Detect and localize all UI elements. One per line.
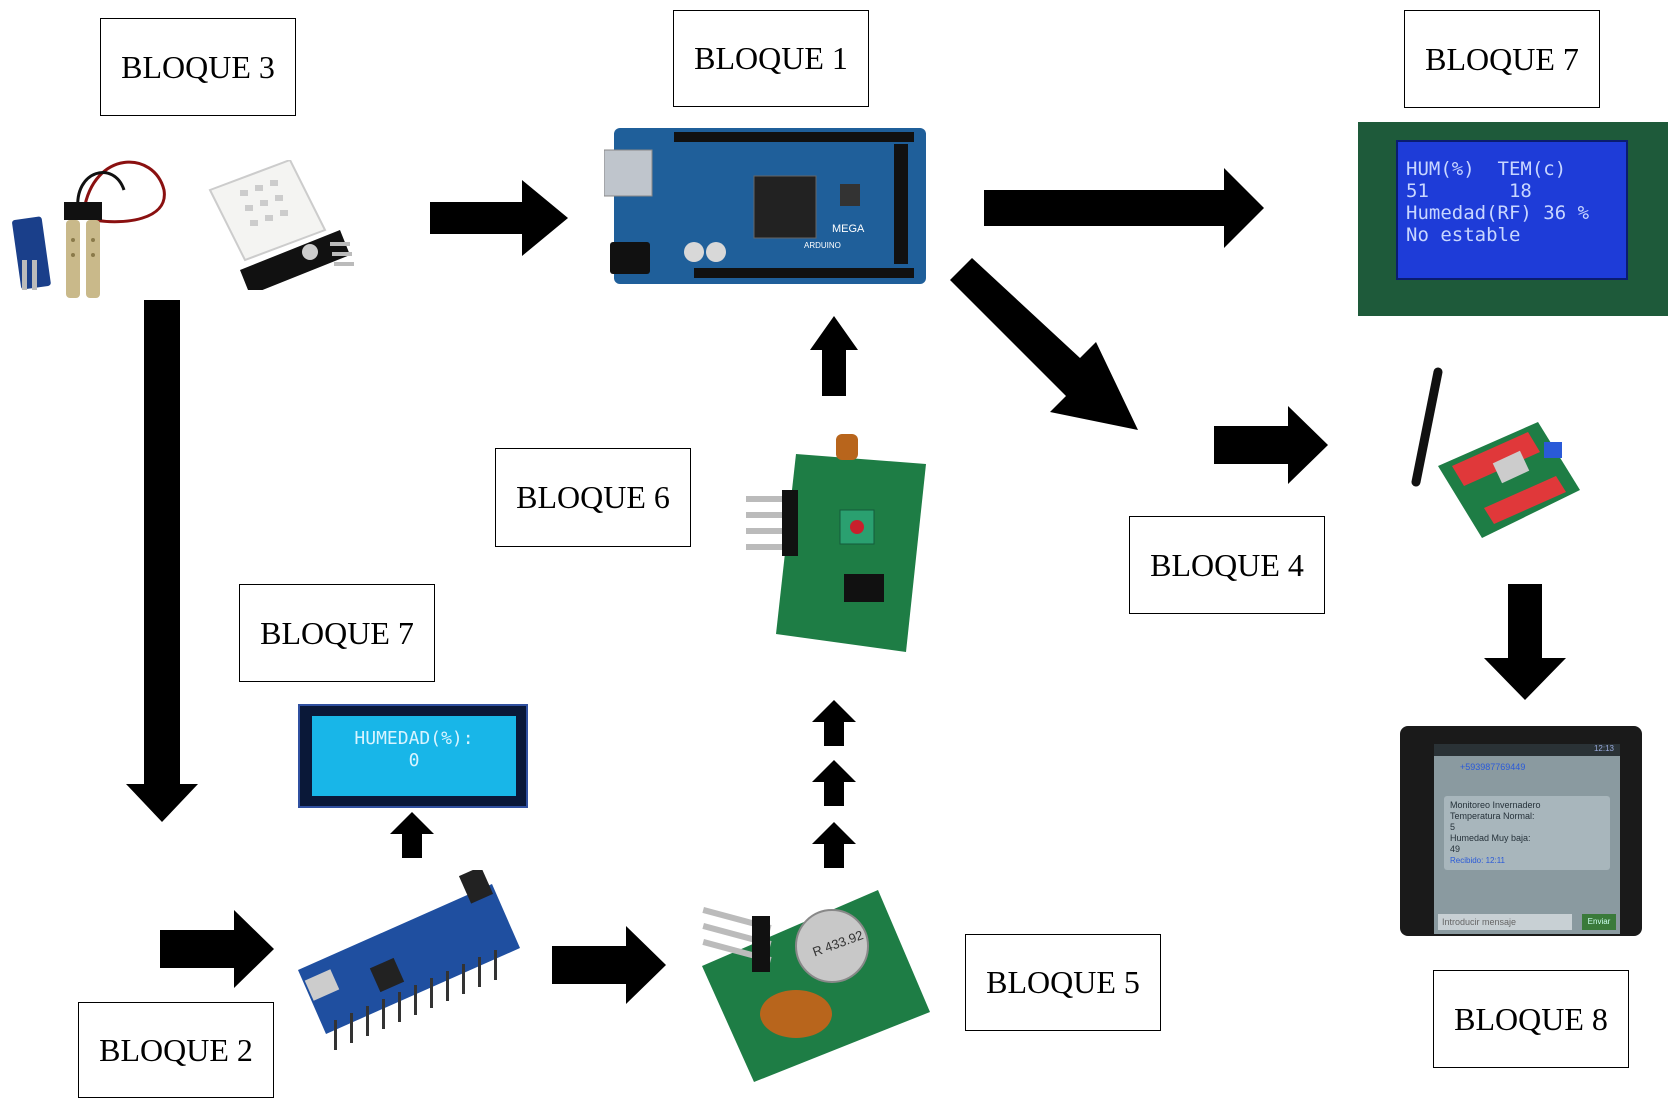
arrow-rf-up-2 [812, 760, 856, 806]
sms-input-field[interactable]: Introducir mensaje [1438, 914, 1572, 930]
label-bloque-4: BLOQUE 4 [1129, 516, 1325, 614]
arrow-rf-up-3 [812, 700, 856, 746]
rf-transmitter-module: R 433.92 FS1000A [702, 890, 930, 1082]
arrow-rf-up-1 [812, 822, 856, 868]
sms-bubble: Monitoreo Invernadero Temperatura Normal… [1444, 796, 1610, 870]
arrow-sensors-to-mega [430, 180, 568, 256]
transmitter-model-text: FS1000A [875, 1039, 904, 1082]
label-bloque-5: BLOQUE 5 [965, 934, 1161, 1031]
small-lcd-line-1: HUMEDAD(%): [354, 728, 474, 749]
arrow-nano-to-transmitter [552, 926, 666, 1004]
sms-sender: +593987769449 [1460, 762, 1526, 772]
small-lcd-line-2: 0 [408, 750, 420, 771]
label-bloque-7-top: BLOQUE 7 [1404, 10, 1600, 108]
sms-line-5: 49 [1450, 844, 1461, 854]
arrow-gsm-to-phone [1484, 584, 1566, 700]
sms-line-1: Monitoreo Invernadero [1450, 800, 1541, 810]
soil-moisture-sensor-image [12, 160, 166, 298]
label-bloque-2: BLOQUE 2 [78, 1002, 274, 1098]
sms-line-2: Temperatura Normal: [1450, 811, 1535, 821]
lcd-line-2: 51 18 [1406, 180, 1532, 202]
mega-name-text: ARDUINO [804, 241, 841, 250]
label-bloque-6: BLOQUE 6 [495, 448, 691, 547]
arduino-nano-board [298, 870, 520, 1050]
label-bloque-7-left: BLOQUE 7 [239, 584, 435, 682]
dht22-sensor-image [208, 160, 354, 290]
lcd-line-4: No estable [1406, 224, 1521, 246]
phone-sms-screenshot: 12:13 +593987769449 Monitoreo Invernader… [1400, 726, 1642, 936]
arrow-sensors-to-nano [126, 300, 198, 822]
arrow-mega-to-lcd [984, 168, 1264, 248]
lcd-line-1: HUM(%) TEM(c) [1406, 158, 1567, 180]
label-bloque-8: BLOQUE 8 [1433, 970, 1629, 1068]
lcd-16x2-display: HUMEDAD(%): 0 [298, 704, 528, 808]
sms-line-3: 5 [1450, 822, 1456, 832]
label-bloque-1: BLOQUE 1 [673, 10, 869, 107]
lcd-20x4-display: HUM(%) TEM(c) 51 18 Humedad(RF) 36 % No … [1358, 122, 1668, 316]
arrow-receiver-to-mega [810, 316, 858, 396]
sms-received: Recibido: 12:11 [1450, 856, 1505, 865]
arrow-nano-to-lcd [390, 812, 434, 858]
arduino-mega-board: MEGA ARDUINO [604, 128, 926, 284]
gsm-shield-image [1411, 367, 1580, 538]
label-bloque-3: BLOQUE 3 [100, 18, 296, 116]
status-bar-time: 12:13 [1434, 744, 1620, 756]
sms-line-4: Humedad Muy baja: [1450, 833, 1531, 843]
arrow-mega-to-gsm [950, 258, 1138, 430]
arrow-to-gsm [1214, 406, 1328, 484]
lcd-line-3: Humedad(RF) 36 % [1406, 202, 1590, 224]
arrow-to-nano [160, 910, 274, 988]
rf-receiver-module [746, 434, 926, 652]
sms-send-button[interactable]: Enviar [1582, 914, 1616, 930]
mega-brand-text: MEGA [832, 223, 865, 235]
